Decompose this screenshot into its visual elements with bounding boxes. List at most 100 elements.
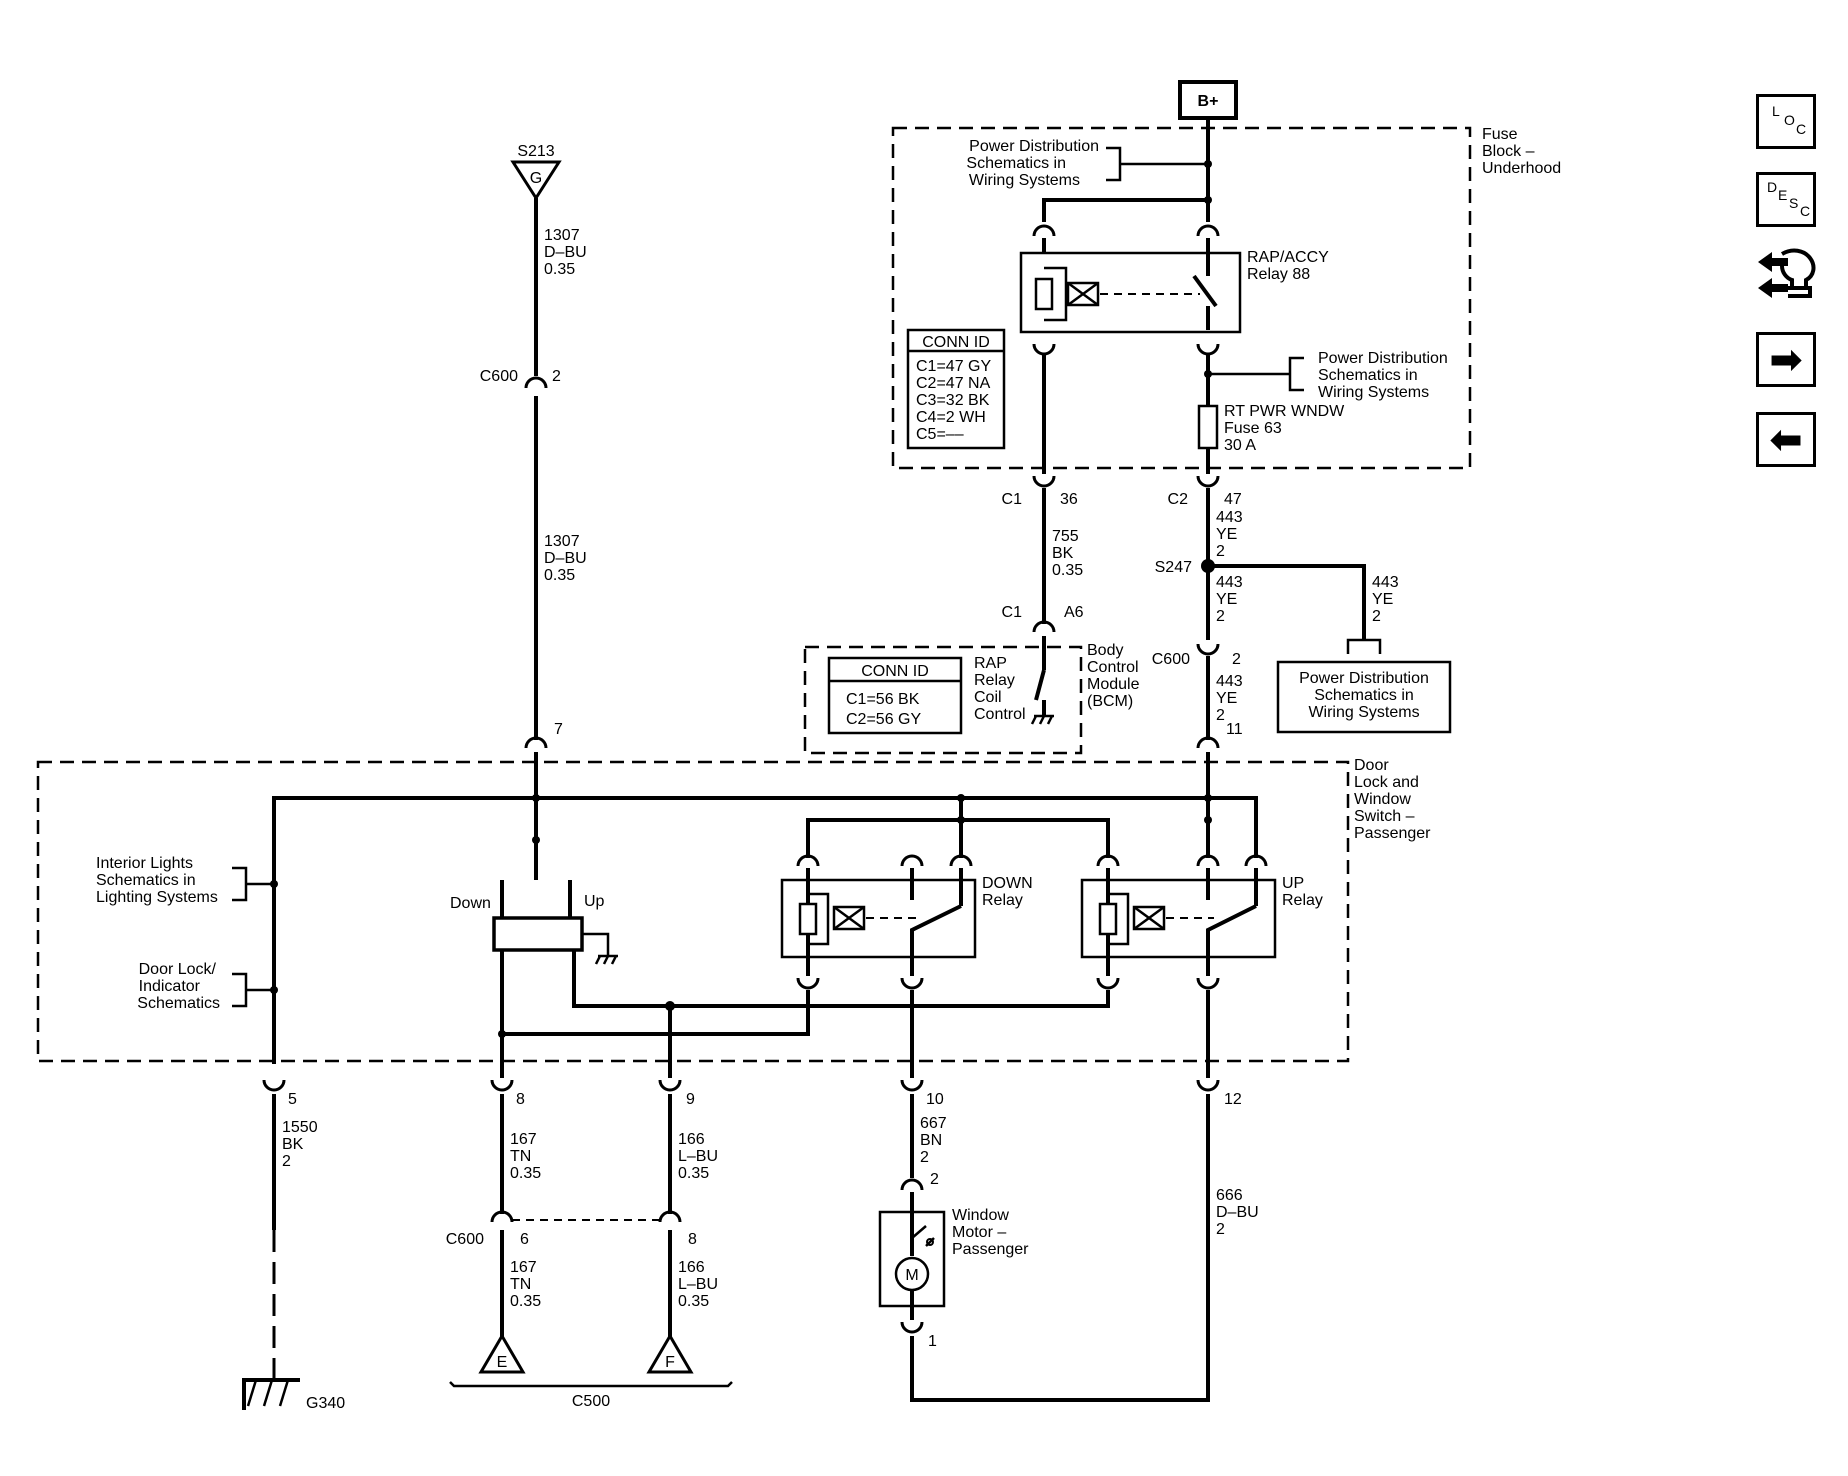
relay-88-resistor [1034, 277, 1054, 311]
splice-dot [1204, 370, 1212, 378]
splice-dot [665, 1001, 675, 1011]
down-relay [780, 878, 977, 959]
splice-dot [1204, 160, 1212, 168]
conn-pin-11: 11 [1226, 721, 1243, 738]
up-relay [1080, 878, 1277, 959]
pds-ref-box [1276, 660, 1452, 734]
conn-id-table-2 [827, 656, 963, 735]
conn-pin-5: 5 [288, 1091, 297, 1108]
conn-c1-label: C1 [1002, 491, 1023, 508]
conn-id-table-1 [906, 328, 1006, 450]
fuse-block-boundary [891, 126, 1472, 470]
conn-c2-pin-47: 47 [1224, 491, 1242, 508]
conn-c2-label: C2 [1168, 491, 1189, 508]
terminal-e-label: E [497, 1354, 508, 1371]
splice-dot [1204, 816, 1212, 824]
conn-c1-pin-36: 36 [1060, 491, 1078, 508]
desc-letter-d: D [1767, 179, 1778, 195]
terminal-e-triangle [478, 1333, 526, 1374]
loc-letter-c: C [1796, 121, 1807, 137]
splice-dot [1204, 196, 1212, 204]
terminal-f-label: F [665, 1354, 675, 1371]
loc-letter-l: L [1772, 103, 1780, 119]
window-switch-down-label: Down [450, 895, 491, 912]
splice-dot [532, 794, 540, 802]
arrow-right-icon: ➡ [1769, 336, 1803, 383]
location-button[interactable]: L O C [1756, 94, 1816, 149]
splice-dot [270, 880, 278, 888]
splice-dot [532, 836, 540, 844]
conn-c1-bcm-label: C1 [1002, 604, 1023, 621]
conn-id-2-title: CONN ID [861, 663, 929, 680]
conn-bcm-pin-a6: A6 [1064, 604, 1084, 621]
conn-c600-443-pin-2: 2 [1232, 651, 1241, 668]
ground-g340-label: G340 [306, 1395, 345, 1412]
window-switch-up-label: Up [584, 893, 605, 910]
splice-dot [1204, 794, 1212, 802]
desc-letter-s: S [1789, 195, 1799, 211]
arrow-left-icon: ⬅ [1769, 416, 1803, 463]
connector-c500-label: C500 [572, 1393, 610, 1410]
motor-symbol-label: M [905, 1267, 918, 1284]
fuse-63 [1197, 404, 1219, 450]
conn-pin-9: 9 [686, 1091, 695, 1108]
splice-s247-label: S247 [1155, 559, 1192, 576]
splice-s213-label: S213 [517, 143, 554, 160]
previous-page-button[interactable]: ⬅ [1756, 412, 1816, 467]
terminal-f-triangle [646, 1333, 694, 1374]
desc-letter-e: E [1778, 187, 1788, 203]
desc-letter-c: C [1800, 203, 1811, 219]
splice-s213-letter: G [530, 170, 542, 187]
conn-pin-8: 8 [516, 1091, 525, 1108]
battery-source-label: B+ [1198, 93, 1219, 110]
next-page-button[interactable]: ➡ [1756, 332, 1816, 387]
bcm-boundary [803, 645, 1083, 755]
splice-dot [270, 986, 278, 994]
conn-pin-12: 12 [1224, 1091, 1242, 1108]
conn-id-1-title: CONN ID [922, 334, 990, 351]
conn-c600-lower-label: C600 [446, 1231, 484, 1248]
connector-hand-icon[interactable] [1752, 244, 1820, 310]
down-relay-resistor [798, 902, 818, 936]
motor-pin-1: 1 [928, 1333, 937, 1350]
conn-c600-pin-8: 8 [688, 1231, 697, 1248]
description-button[interactable]: D E S C [1756, 172, 1816, 227]
connector-hand-icon-graphic [1758, 248, 1816, 298]
conn-c600-1307-pin-2: 2 [552, 368, 561, 385]
conn-c600-1307-label: C600 [480, 368, 518, 385]
loc-letter-o: O [1784, 112, 1795, 128]
conn-pin-10: 10 [926, 1091, 944, 1108]
conn-pin-7: 7 [554, 721, 563, 738]
splice-dot [498, 1030, 506, 1038]
motor-pin-2: 2 [930, 1171, 939, 1188]
